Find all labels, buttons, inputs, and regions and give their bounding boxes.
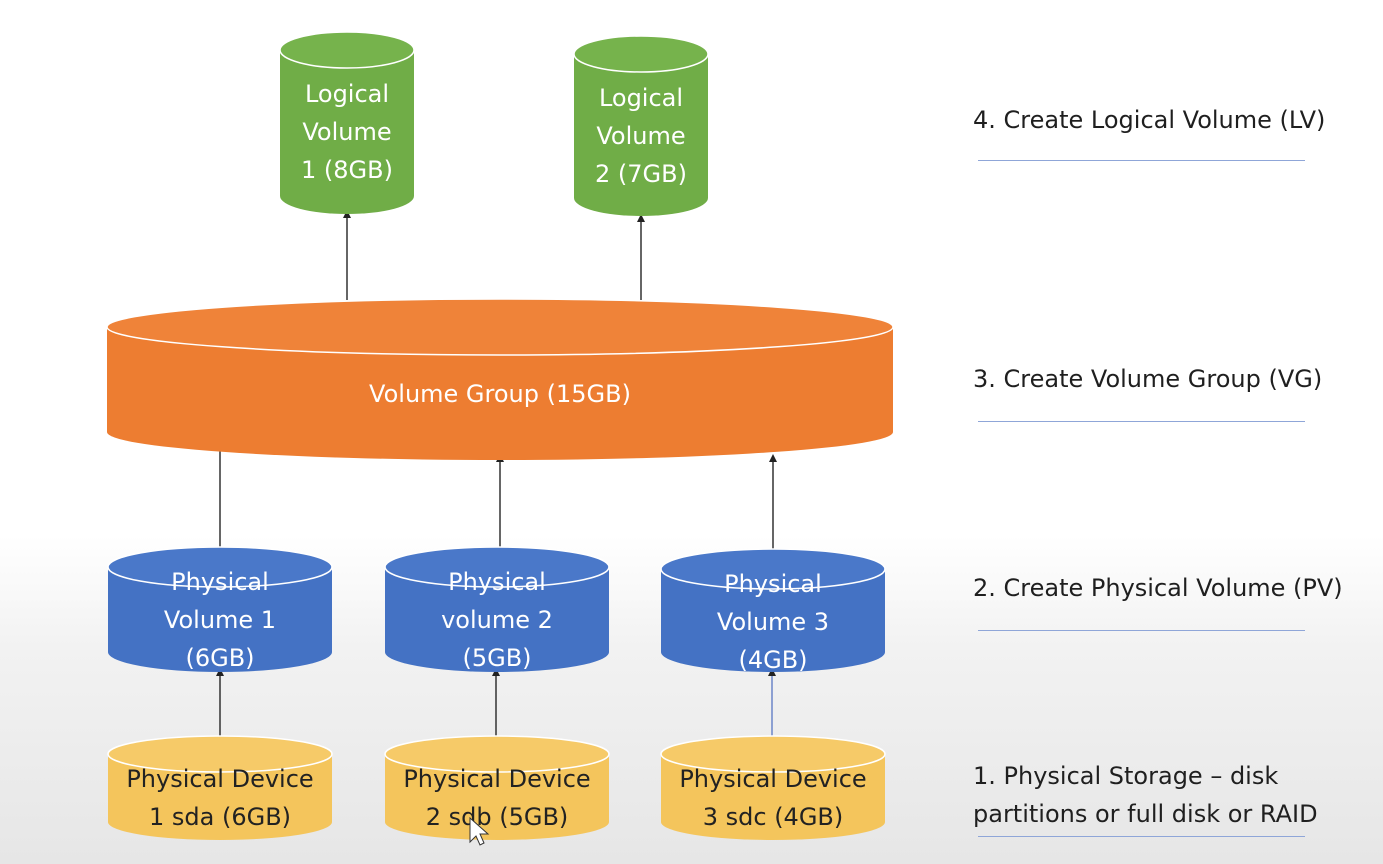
physical-volume-2: Physical volume 2 (5GB)	[384, 546, 610, 672]
logical-volume-2: Logical Volume 2 (7GB)	[573, 35, 709, 216]
physical-device-2: Physical Device 2 sdb (5GB)	[384, 735, 610, 840]
volume-group-label: Volume Group (15GB)	[369, 380, 631, 408]
pv1-line-1: Physical	[171, 568, 269, 596]
cylinder-body	[280, 50, 414, 214]
step-1-label: 1. Physical Storage – disk partitions or…	[973, 757, 1378, 833]
cylinder-top	[384, 546, 610, 588]
step-3-divider	[978, 421, 1305, 422]
pv1-line-2: Volume 1	[164, 606, 276, 634]
pd1-line-2: 1 sda (6GB)	[149, 803, 291, 831]
lv2-line-3: 2 (7GB)	[595, 160, 687, 188]
pv1-line-3: (6GB)	[185, 644, 254, 672]
cylinder-top	[573, 35, 709, 73]
pd2-line-1: Physical Device	[403, 765, 590, 793]
step-2-line-1: 2. Create Physical Volume (PV)	[973, 574, 1343, 602]
cylinder-top	[107, 735, 333, 773]
lv1-line-1: Logical	[305, 80, 389, 108]
pv2-line-2: volume 2	[441, 606, 553, 634]
volume-group: Volume Group (15GB)	[106, 298, 894, 460]
pv3-line-2: Volume 3	[717, 608, 829, 636]
cylinder-body	[108, 754, 332, 840]
lv2-line-1: Logical	[599, 84, 683, 112]
logical-volume-1: Logical Volume 1 (8GB)	[279, 31, 415, 214]
pv2-line-3: (5GB)	[462, 644, 531, 672]
cylinder-top	[660, 548, 886, 590]
cylinder-top	[660, 735, 886, 773]
step-1-divider	[978, 836, 1305, 837]
step-3-label: 3. Create Volume Group (VG)	[973, 360, 1378, 398]
cylinder-body	[661, 569, 885, 672]
mouse-cursor-icon	[469, 816, 490, 846]
step-2-label: 2. Create Physical Volume (PV)	[973, 569, 1378, 607]
pv3-line-3: (4GB)	[738, 646, 807, 674]
pv2-line-1: Physical	[448, 568, 546, 596]
cylinder-body	[661, 754, 885, 840]
physical-volume-1: Physical Volume 1 (6GB)	[107, 546, 333, 672]
cylinder-top	[279, 31, 415, 69]
pd2-line-2: 2 sdb (5GB)	[426, 803, 569, 831]
cylinder-top	[106, 298, 894, 356]
cylinder-body	[107, 327, 893, 460]
step-3-line-1: 3. Create Volume Group (VG)	[973, 365, 1323, 393]
pd3-line-1: Physical Device	[679, 765, 866, 793]
pd1-line-1: Physical Device	[126, 765, 313, 793]
cylinder-top	[107, 546, 333, 588]
physical-device-1: Physical Device 1 sda (6GB)	[107, 735, 333, 840]
physical-volume-3: Physical Volume 3 (4GB)	[660, 548, 886, 674]
lv1-line-2: Volume	[302, 118, 391, 146]
step-2-divider	[978, 630, 1305, 631]
step-4-line-1: 4. Create Logical Volume (LV)	[973, 106, 1326, 134]
pv3-line-1: Physical	[724, 570, 822, 598]
step-1-line-1: 1. Physical Storage – disk	[973, 762, 1279, 790]
cylinder-body	[385, 567, 609, 672]
step-4-label: 4. Create Logical Volume (LV)	[973, 101, 1378, 139]
cylinder-body	[385, 754, 609, 840]
pd3-line-2: 3 sdc (4GB)	[703, 803, 844, 831]
lv2-line-2: Volume	[596, 122, 685, 150]
cylinder-body	[108, 567, 332, 672]
arrows	[216, 210, 777, 738]
cylinder-body	[574, 54, 708, 216]
step-1-line-2: partitions or full disk or RAID	[973, 800, 1318, 828]
lv1-line-3: 1 (8GB)	[301, 156, 393, 184]
step-4-divider	[978, 160, 1305, 161]
cylinder-top	[384, 735, 610, 773]
physical-device-3: Physical Device 3 sdc (4GB)	[660, 735, 886, 840]
